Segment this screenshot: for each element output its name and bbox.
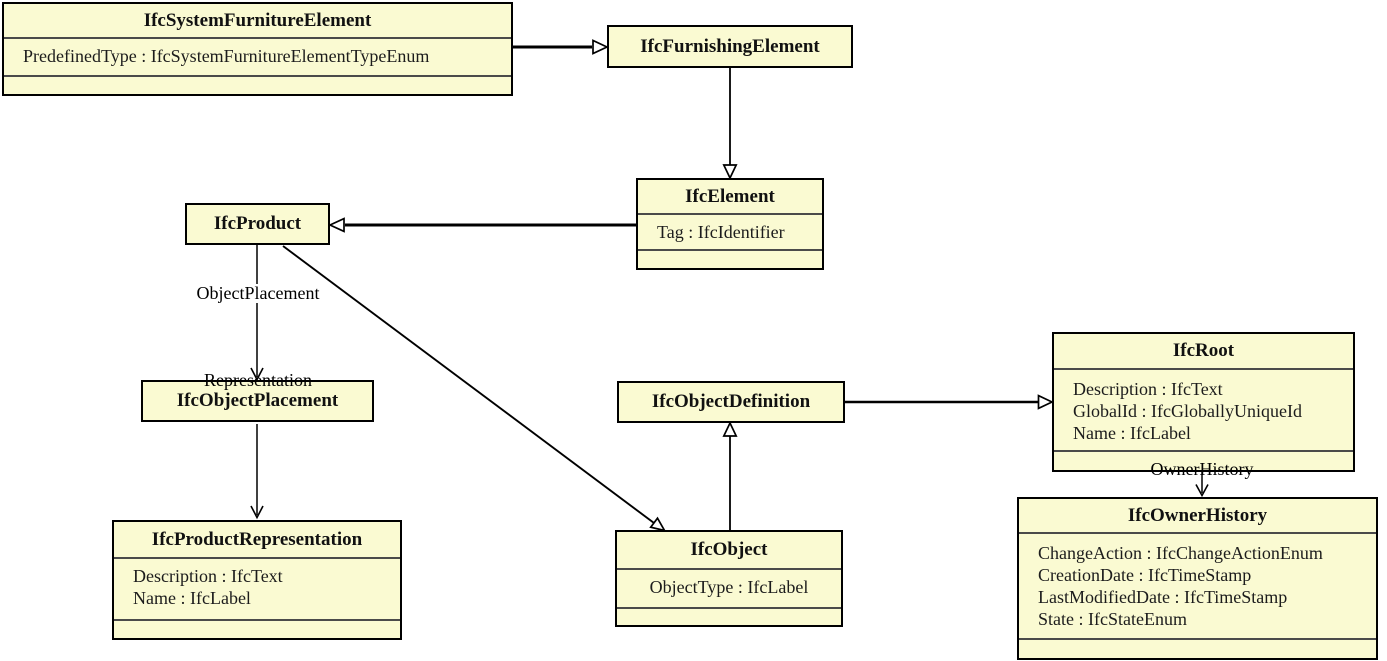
class-title: IfcObjectPlacement	[176, 390, 339, 411]
class-attribute: Description : IfcText	[1073, 379, 1223, 399]
association-arrowhead	[1195, 484, 1209, 498]
class-attribute: PredefinedType : IfcSystemFurnitureEleme…	[23, 46, 430, 66]
generalization-arrowhead	[327, 217, 345, 233]
class-empty-compartment	[114, 619, 400, 638]
class-attribute: ObjectType : IfcLabel	[649, 577, 809, 597]
generalization-arrowhead	[649, 516, 667, 532]
class-attributes: ChangeAction : IfcChangeActionEnum Creat…	[1019, 532, 1376, 638]
class-title: IfcOwnerHistory	[1127, 504, 1268, 526]
class-ifcelement: IfcElement Tag : IfcIdentifier	[636, 178, 824, 270]
edge-ifcfurnishingelement-to-ifcelement	[722, 68, 738, 180]
edge-ifcsystemfurnitureelement-to-ifcfurnishingelement	[513, 39, 610, 55]
generalization-arrowhead	[592, 39, 610, 55]
class-attribute: Tag : IfcIdentifier	[657, 222, 785, 242]
class-title: IfcObject	[690, 539, 768, 560]
class-attributes: PredefinedType : IfcSystemFurnitureEleme…	[4, 37, 511, 75]
class-title: IfcProductRepresentation	[151, 528, 363, 550]
class-empty-compartment	[4, 75, 511, 94]
edge-ifcroot-to-ifcownerhistory	[1195, 472, 1209, 498]
class-attribute: LastModifiedDate : IfcTimeStamp	[1038, 587, 1288, 607]
edge-ifcelement-to-ifcproduct	[327, 217, 636, 233]
class-empty-compartment	[617, 607, 841, 625]
class-title: IfcObjectDefinition	[651, 391, 811, 412]
class-ifcownerhistory: IfcOwnerHistory ChangeAction : IfcChange…	[1017, 497, 1378, 660]
class-attribute: CreationDate : IfcTimeStamp	[1038, 565, 1252, 585]
class-ifcobjectplacement: IfcObjectPlacement	[141, 380, 374, 422]
generalization-arrowhead	[722, 164, 738, 180]
class-attribute: GlobalId : IfcGloballyUniqueId	[1073, 401, 1302, 421]
class-title: IfcElement	[685, 185, 775, 207]
edge-label-objectplacement: ObjectPlacement	[193, 284, 323, 303]
class-ifcsystemfurnitureelement: IfcSystemFurnitureElement PredefinedType…	[2, 2, 513, 96]
edge-ifcobject-to-ifcobjectdefinition	[722, 421, 738, 530]
class-title: IfcFurnishingElement	[640, 35, 820, 57]
association-arrowhead	[250, 505, 264, 520]
class-ifcproductrepresentation: IfcProductRepresentation Description : I…	[112, 520, 402, 640]
class-attribute: State : IfcStateEnum	[1038, 609, 1187, 629]
class-attribute: ChangeAction : IfcChangeActionEnum	[1038, 543, 1323, 563]
generalization-arrowhead	[722, 421, 738, 437]
edge-label-ownerhistory: OwnerHistory	[1150, 459, 1254, 479]
class-empty-compartment	[1019, 638, 1376, 658]
class-ifcobject: IfcObject ObjectType : IfcLabel	[615, 530, 843, 627]
class-ifcfurnishingelement: IfcFurnishingElement	[607, 25, 853, 68]
class-empty-compartment	[1054, 450, 1353, 470]
generalization-arrowhead	[1037, 394, 1054, 410]
association-arrowhead	[250, 367, 264, 382]
class-attributes: Description : IfcText GlobalId : IfcGlob…	[1054, 368, 1353, 450]
class-attribute: Description : IfcText	[133, 566, 283, 586]
edge-ifcproduct-to-ifcobjectplacement	[250, 245, 264, 382]
class-attribute: Name : IfcLabel	[133, 588, 251, 608]
class-attributes: Description : IfcText Name : IfcLabel	[114, 557, 400, 619]
class-ifcproduct: IfcProduct	[185, 203, 330, 245]
class-attributes: ObjectType : IfcLabel	[617, 568, 841, 607]
edge-line	[282, 245, 655, 524]
edge-ifcobjectdefinition-to-ifcroot	[845, 394, 1054, 410]
edge-ifcproduct-to-ifcobject	[282, 245, 667, 532]
class-attributes: Tag : IfcIdentifier	[638, 213, 822, 249]
class-empty-compartment	[638, 249, 822, 268]
class-ifcobjectdefinition: IfcObjectDefinition	[617, 381, 845, 423]
edge-ifcproduct-to-ifcproductrepresentation	[250, 424, 264, 520]
class-title: IfcProduct	[213, 213, 302, 234]
class-title: IfcSystemFurnitureElement	[143, 9, 372, 31]
edge-label-representation: Representation	[204, 370, 312, 390]
class-ifcroot: IfcRoot Description : IfcText GlobalId :…	[1052, 332, 1355, 472]
class-attribute: Name : IfcLabel	[1073, 423, 1191, 443]
class-title: IfcRoot	[1172, 340, 1235, 361]
